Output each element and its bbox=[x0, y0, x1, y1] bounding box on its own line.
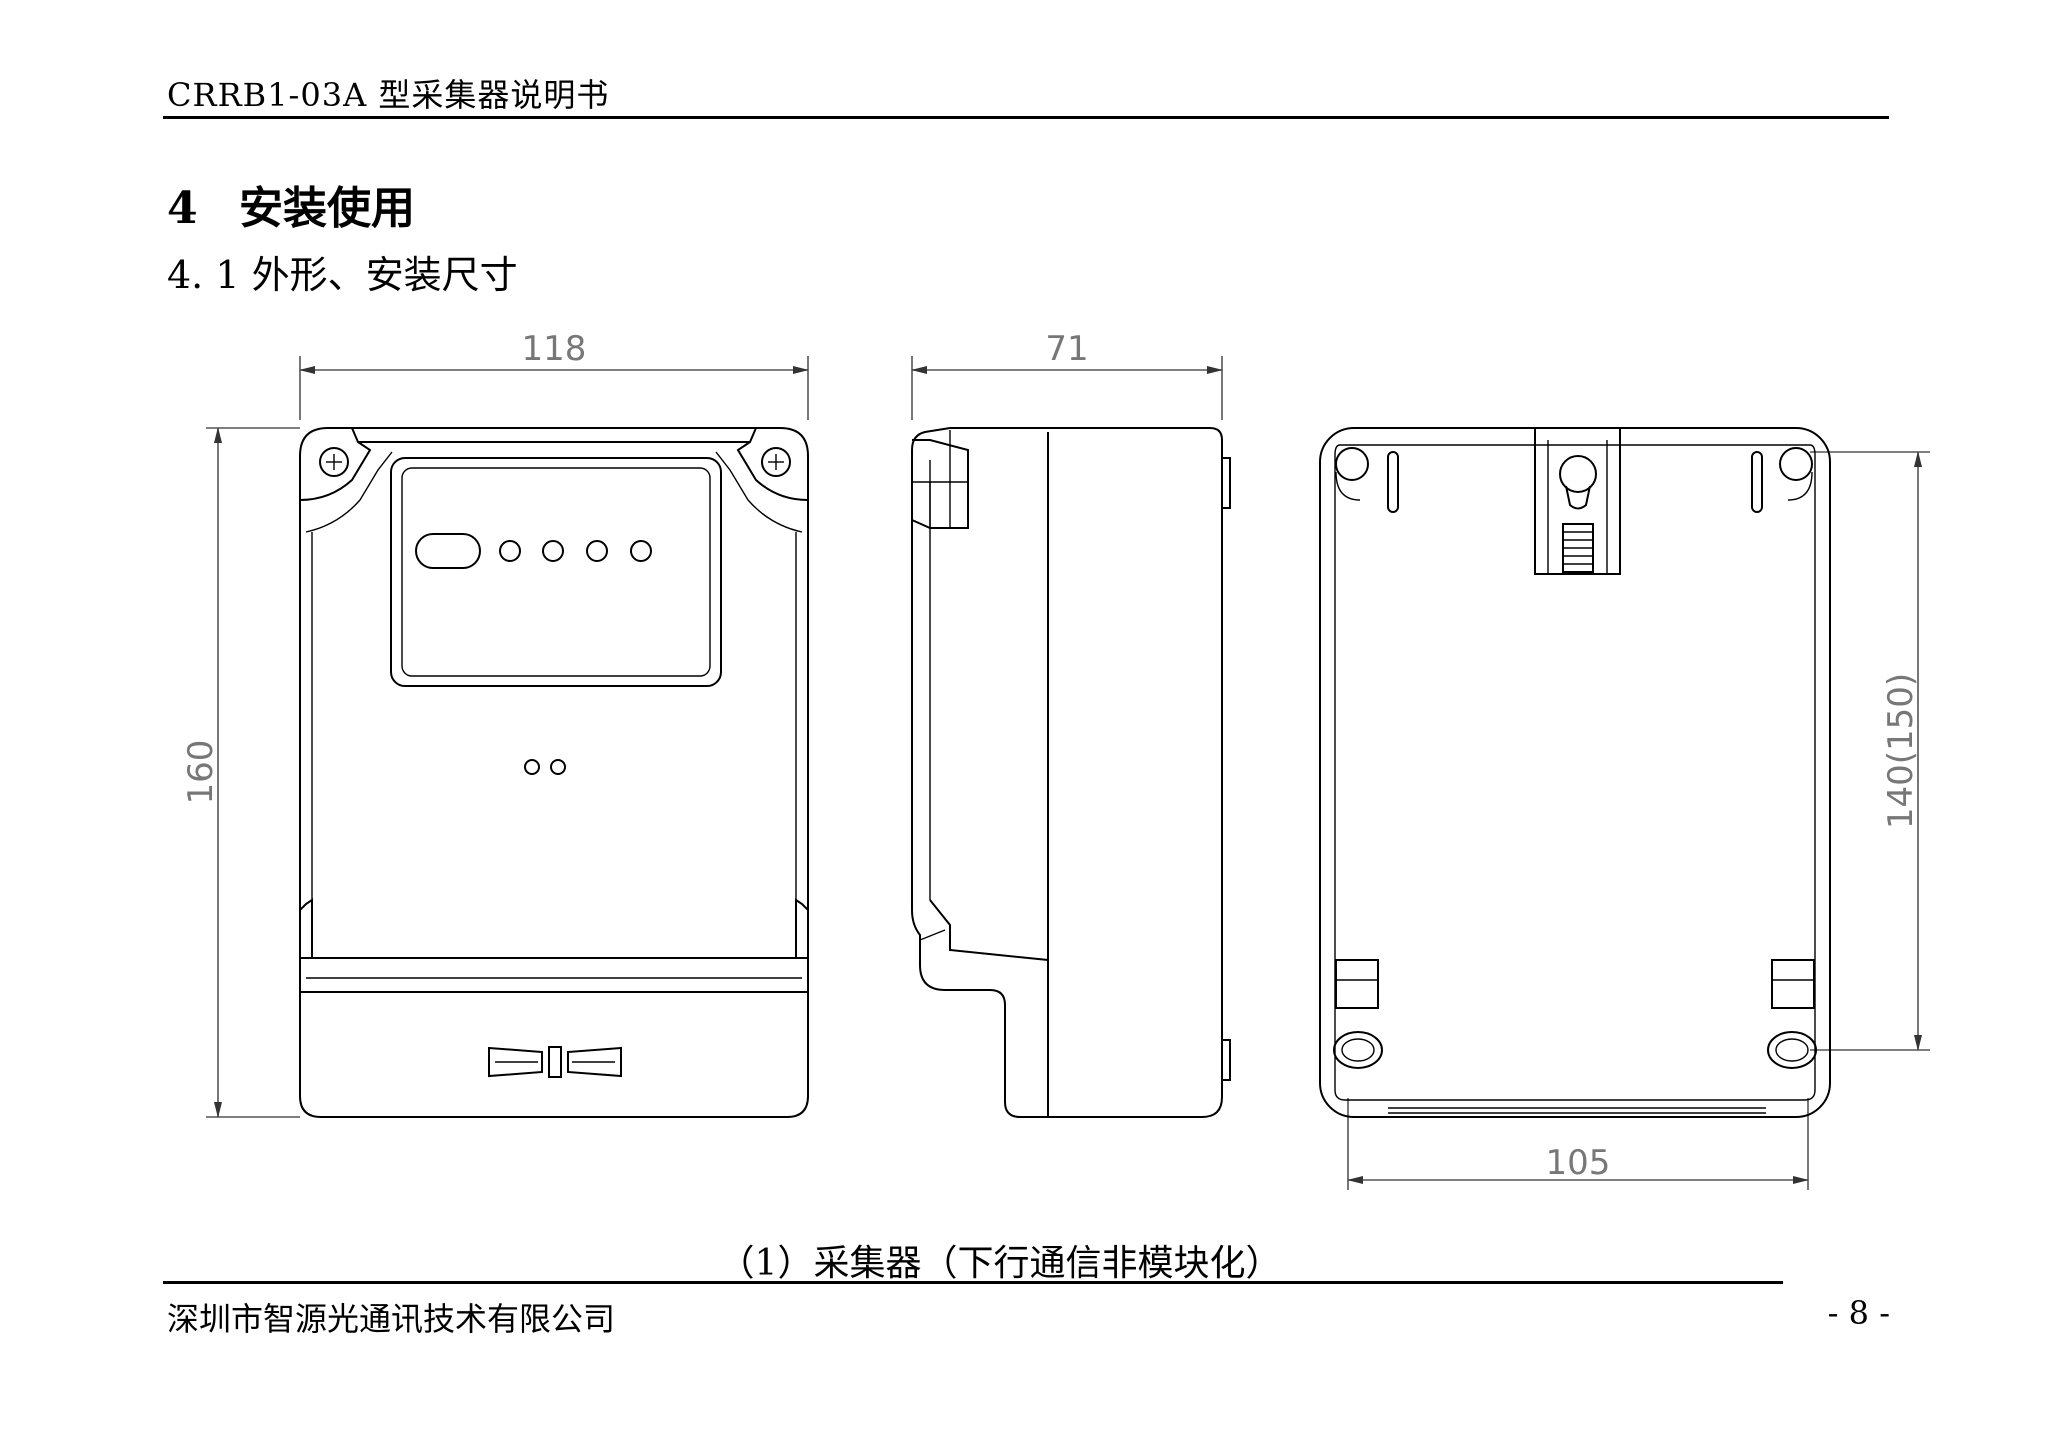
page-number: - 8 - bbox=[1827, 1294, 1890, 1332]
side-depth-dimension: 71 bbox=[1045, 329, 1088, 369]
footer-rule bbox=[163, 1281, 1783, 1284]
front-height-dimension: 160 bbox=[181, 740, 221, 805]
front-width-dimension: 118 bbox=[522, 329, 587, 369]
subsection-heading: 4. 1 外形、安装尺寸 bbox=[167, 253, 518, 297]
back-width-dimension: 105 bbox=[1546, 1143, 1611, 1183]
header-rule bbox=[163, 116, 1889, 119]
back-view: 105 140(150) bbox=[1319, 427, 1930, 1190]
side-view: 71 bbox=[911, 329, 1231, 1118]
figure-caption: （1）采集器（下行通信非模块化） bbox=[718, 1243, 1282, 1284]
back-height-dimension: 140(150) bbox=[1881, 673, 1921, 829]
document-header-title: CRRB1-03A 型采集器说明书 bbox=[167, 76, 610, 114]
front-view: 118 160 bbox=[181, 329, 809, 1118]
section-title: 安装使用 bbox=[239, 183, 415, 234]
section-number: 4 bbox=[167, 183, 198, 234]
footer-company: 深圳市智源光通讯技术有限公司 bbox=[167, 1300, 616, 1338]
section-heading: 4 安装使用 bbox=[167, 172, 415, 236]
